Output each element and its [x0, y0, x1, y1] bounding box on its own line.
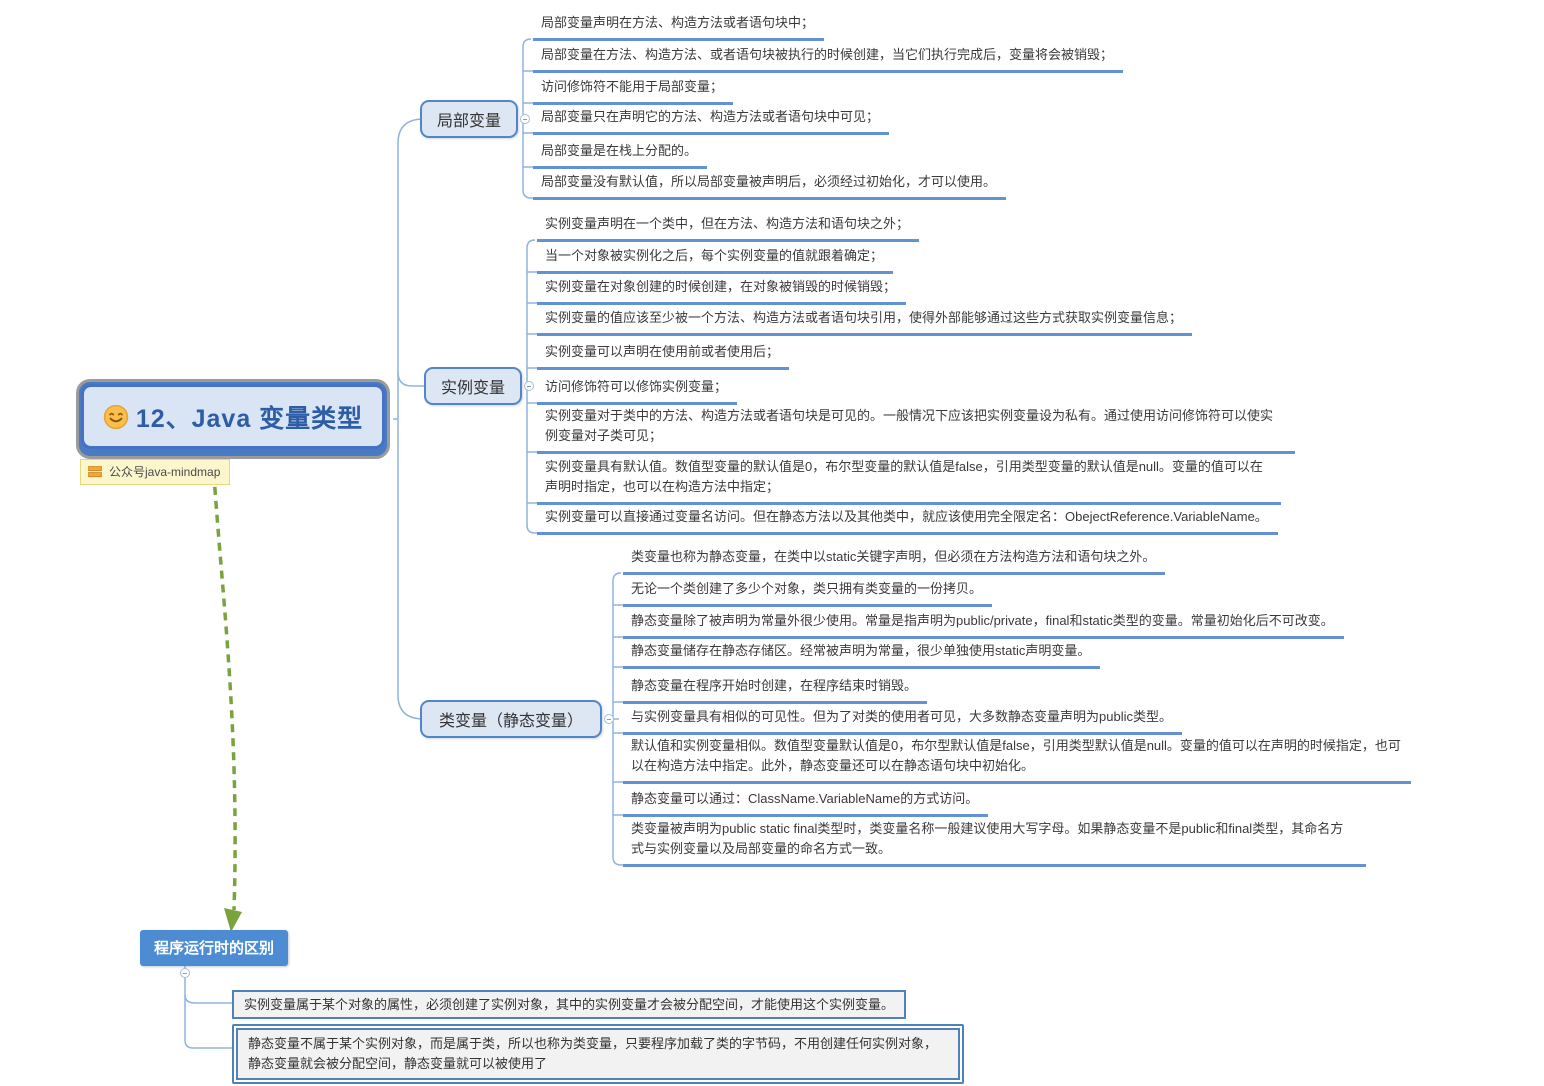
leaf-node[interactable]: 当一个对象被实例化之后，每个实例变量的值就跟着确定；	[537, 246, 894, 274]
leaf-node[interactable]: 静态变量除了被声明为常量外很少使用。常量是指声明为public/private，…	[623, 611, 1344, 639]
leaf-node[interactable]: 实例变量可以直接通过变量名访问。但在静态方法以及其他类中，就应该使用完全限定名：…	[537, 507, 1278, 535]
leaf-node[interactable]: 局部变量没有默认值，所以局部变量被声明后，必须经过初始化，才可以使用。	[533, 172, 1007, 200]
leaf-node[interactable]: 实例变量声明在一个类中，但在方法、构造方法和语句块之外；	[537, 214, 920, 242]
branch-class-variables[interactable]: 类变量（静态变量）	[420, 700, 602, 738]
leaf-node[interactable]: 实例变量对于类中的方法、构造方法或者语句块是可见的。一般情况下应该把实例变量设为…	[537, 406, 1295, 454]
leaf-node[interactable]: 类变量也称为静态变量，在类中以static关键字声明，但必须在方法构造方法和语句…	[623, 547, 1166, 575]
leaf-node[interactable]: 实例变量具有默认值。数值型变量的默认值是0，布尔型变量的默认值是false，引用…	[537, 457, 1281, 505]
leaf-node[interactable]: 局部变量在方法、构造方法、或者语句块被执行的时候创建，当它们执行完成后，变量将会…	[533, 45, 1124, 73]
leaf-node[interactable]: 局部变量只在声明它的方法、构造方法或者语句块中可见；	[533, 107, 890, 135]
relationship-arrow	[211, 458, 242, 932]
root-node[interactable]: 12、Java 变量类型	[76, 379, 390, 459]
bottom-child-static[interactable]: 静态变量不属于某个实例对象，而是属于类，所以也称为类变量，只要程序加载了类的字节…	[232, 1024, 964, 1084]
bottom-child-instance[interactable]: 实例变量属于某个对象的属性，必须创建了实例对象，其中的实例变量才会被分配空间，才…	[232, 990, 907, 1019]
collapse-icon[interactable]	[604, 714, 614, 724]
root-title: 12、Java 变量类型	[135, 404, 364, 433]
leaf-node[interactable]: 实例变量可以声明在使用前或者使用后；	[537, 342, 790, 370]
branch-label: 类变量（静态变量）	[438, 713, 583, 730]
collapse-icon[interactable]	[524, 381, 534, 391]
root-note[interactable]: 公众号java-mindmap	[80, 459, 231, 485]
leaf-node[interactable]: 静态变量可以通过：ClassName.VariableName的方式访问。	[623, 789, 989, 817]
leaf-node[interactable]: 实例变量的值应该至少被一个方法、构造方法或者语句块引用，使得外部能够通过这些方式…	[537, 308, 1193, 336]
leaf-node[interactable]: 默认值和实例变量相似。数值型变量默认值是0，布尔型默认值是false，引用类型默…	[623, 736, 1411, 784]
bottom-child-static-text: 静态变量不属于某个实例对象，而是属于类，所以也称为类变量，只要程序加载了类的字节…	[236, 1028, 960, 1080]
branch-label: 实例变量	[440, 380, 505, 397]
bottom-topic-label: 程序运行时的区别	[154, 940, 275, 957]
branch-local-variables[interactable]: 局部变量	[420, 100, 518, 138]
smiley-face-icon	[103, 404, 128, 429]
branch-instance-variables[interactable]: 实例变量	[424, 367, 522, 405]
leaf-node[interactable]: 类变量被声明为public static final类型时，类变量名称一般建议使…	[623, 819, 1366, 867]
leaf-node[interactable]: 局部变量是在栈上分配的。	[533, 141, 708, 169]
leaf-node[interactable]: 局部变量声明在方法、构造方法或者语句块中；	[533, 13, 825, 41]
leaf-node[interactable]: 无论一个类创建了多少个对象，类只拥有类变量的一份拷贝。	[623, 579, 993, 607]
leaf-node[interactable]: 与实例变量具有相似的可见性。但为了对类的使用者可见，大多数静态变量声明为publ…	[623, 707, 1182, 735]
notes-icon	[88, 465, 102, 477]
collapse-icon[interactable]	[520, 114, 530, 124]
branch-label: 局部变量	[436, 113, 501, 130]
leaf-node[interactable]: 静态变量在程序开始时创建，在程序结束时销毁。	[623, 676, 928, 704]
collapse-icon[interactable]	[180, 968, 190, 978]
bottom-topic-runtime-difference[interactable]: 程序运行时的区别	[140, 930, 289, 966]
root-note-label: 公众号java-mindmap	[109, 465, 221, 479]
leaf-node[interactable]: 访问修饰符不能用于局部变量；	[533, 77, 734, 105]
leaf-node[interactable]: 静态变量储存在静态存储区。经常被声明为常量，很少单独使用static声明变量。	[623, 641, 1101, 669]
leaf-node[interactable]: 实例变量在对象创建的时候创建，在对象被销毁的时候销毁；	[537, 277, 907, 305]
leaf-node[interactable]: 访问修饰符可以修饰实例变量；	[537, 377, 738, 405]
